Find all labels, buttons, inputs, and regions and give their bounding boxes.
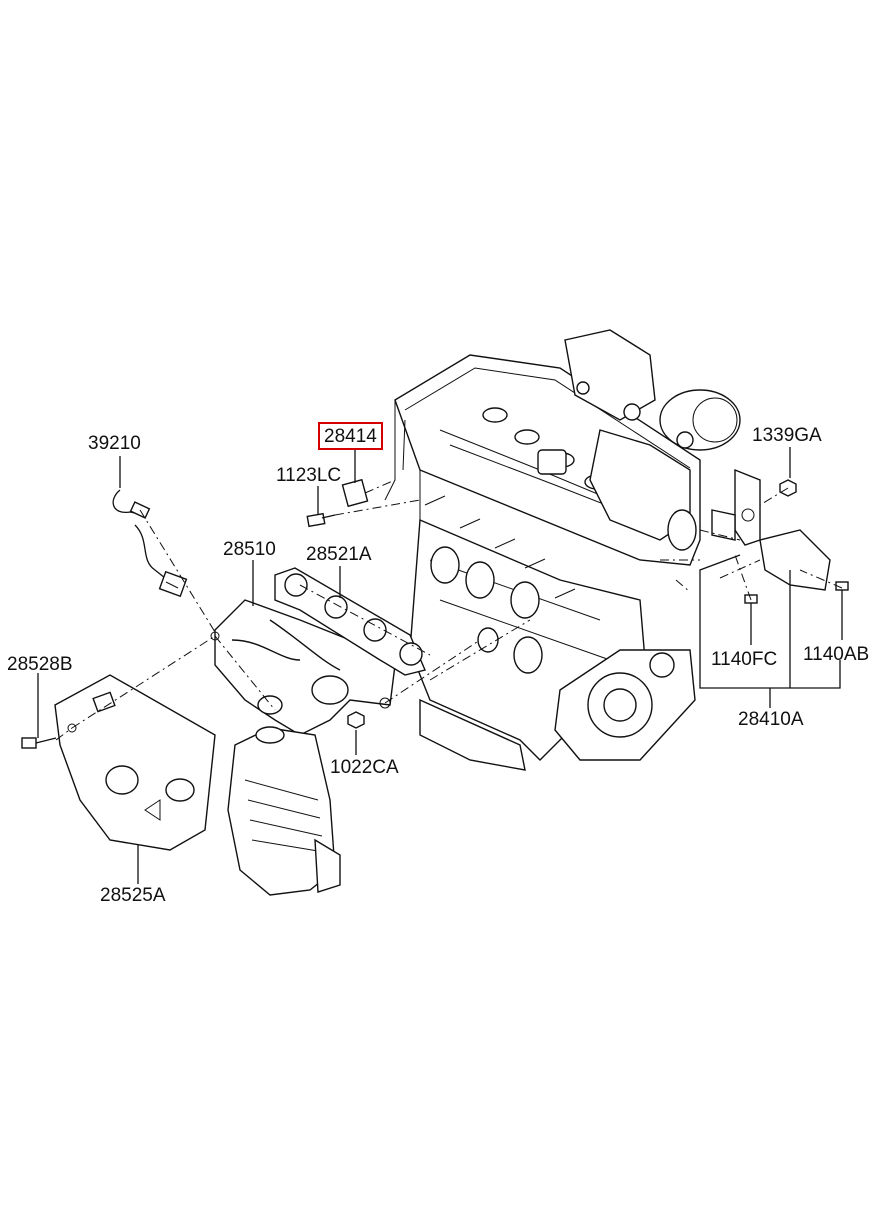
assembly-dash-lines xyxy=(55,479,843,741)
engine-assembly-drawing xyxy=(384,329,741,771)
leader-lines xyxy=(37,447,843,884)
label-28525a[interactable]: 28525A xyxy=(100,885,166,906)
oxygen-sensor-39210-drawing xyxy=(112,489,188,598)
fasteners-drawing xyxy=(21,478,369,749)
label-28410a[interactable]: 28410A xyxy=(738,709,804,730)
label-39210[interactable]: 39210 xyxy=(88,433,141,454)
label-1140ab[interactable]: 1140AB xyxy=(803,644,870,665)
catalytic-converter-drawing xyxy=(227,726,341,896)
label-1140fc[interactable]: 1140FC xyxy=(711,649,778,670)
label-28414-highlighted[interactable]: 28414 xyxy=(318,422,383,450)
heat-protector-28525a-drawing xyxy=(54,674,216,851)
label-28528b[interactable]: 28528B xyxy=(7,654,73,675)
exhaust-manifold-28510-drawing xyxy=(210,599,396,736)
gasket-28521a-drawing xyxy=(274,567,426,676)
label-28510[interactable]: 28510 xyxy=(223,539,276,560)
bracket-28410a-drawing xyxy=(711,468,849,612)
label-1339ga[interactable]: 1339GA xyxy=(752,425,822,446)
label-28521a[interactable]: 28521A xyxy=(306,544,372,565)
label-1123lc[interactable]: 1123LC xyxy=(276,465,342,486)
label-1022ca[interactable]: 1022CA xyxy=(330,757,399,778)
